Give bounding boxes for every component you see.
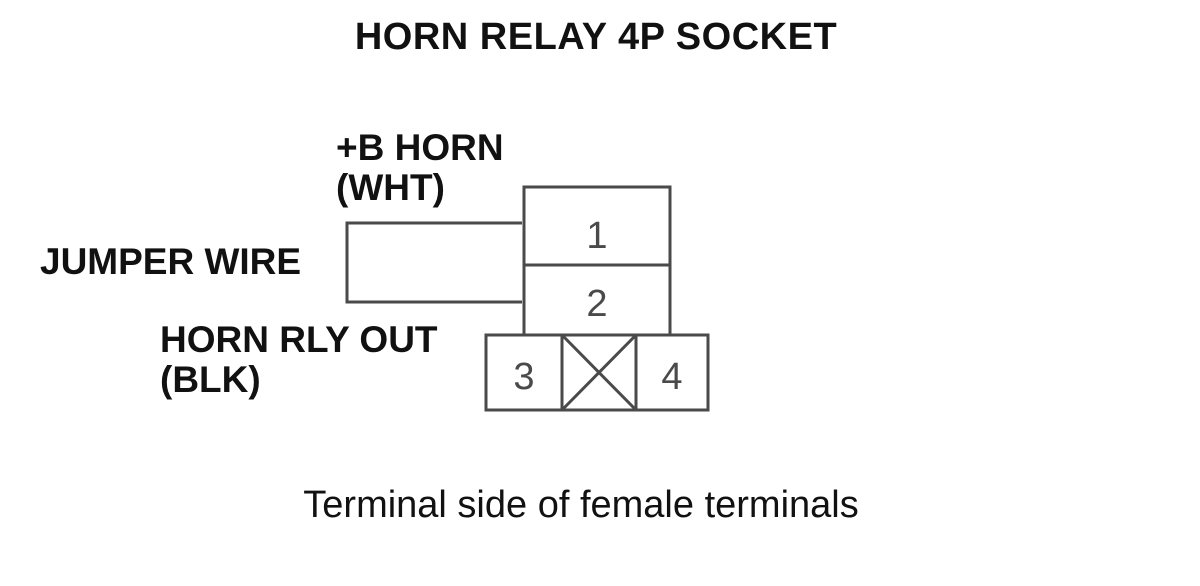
terminal-2: 2 [586,283,607,325]
b-horn-label-line1: +B HORN [336,127,504,168]
diagram-title: HORN RELAY 4P SOCKET [354,16,838,58]
jumper-wire-label: JUMPER WIRE [40,241,302,282]
horn-rly-out-label-line2: (BLK) [160,359,261,400]
b-horn-label-line2: (WHT) [336,167,445,208]
empty-cavity-cross-b [560,333,638,412]
horn-rly-out-label-line1: HORN RLY OUT [160,319,438,360]
horn-rly-out-label: HORN RLY OUT (BLK) [160,320,438,400]
b-horn-label: +B HORN (WHT) [336,128,504,208]
jumper-wire [345,221,522,304]
lower-cavity-row [484,333,710,412]
terminal-4: 4 [661,356,682,398]
footer-caption: Terminal side of female terminals [303,484,859,526]
terminal-1: 1 [586,215,607,257]
terminal-3: 3 [513,356,534,398]
